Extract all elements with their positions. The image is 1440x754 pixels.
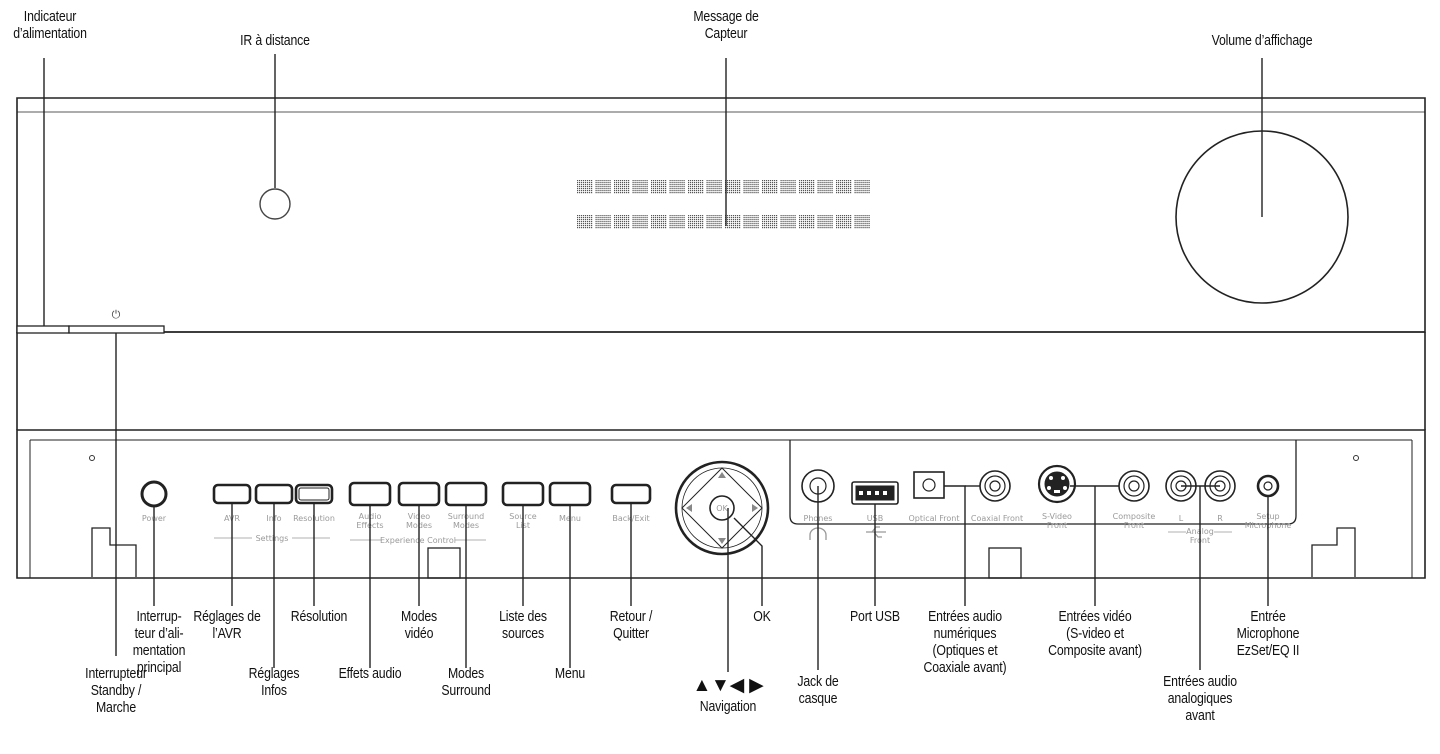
callout-jack-casque: Jack de casque xyxy=(797,673,839,707)
callout-volume-affichage: Volume d’affichage xyxy=(1211,32,1313,49)
leader-lines xyxy=(43,54,1269,672)
callout-navigation-arrows: ▲▼◀ ▶ xyxy=(692,675,764,696)
panel-screw-left xyxy=(89,455,95,461)
analog-l-label: L xyxy=(1179,514,1184,523)
callout-interrupteur-standby: Interrupteur Standby / Marche xyxy=(85,665,147,716)
audio-effects-button[interactable] xyxy=(348,481,392,507)
receiver-upper-panel xyxy=(16,97,1426,430)
setup-microphone-jack[interactable] xyxy=(1256,474,1280,498)
callout-indicateur-alimentation: Indicateur d’alimentation xyxy=(13,8,87,42)
callout-effets-audio: Effets audio xyxy=(338,665,402,682)
back-exit-button[interactable] xyxy=(610,483,652,505)
info-button[interactable] xyxy=(254,483,294,505)
callout-port-usb: Port USB xyxy=(850,608,900,625)
video-modes-button[interactable] xyxy=(397,481,441,507)
nav-right-arrow xyxy=(752,504,758,512)
nav-up-arrow xyxy=(718,472,726,478)
callout-interrupteur-principal: Interrup- teur d’ali- mentation principa… xyxy=(132,608,186,676)
callout-ok: OK xyxy=(753,608,771,625)
nav-left-arrow xyxy=(686,504,692,512)
ok-button-label: OK xyxy=(716,504,728,513)
experience-control-group-label: Experience Control xyxy=(380,536,456,545)
svideo-front-jack[interactable] xyxy=(1037,464,1077,504)
callout-message-capteur: Message de Capteur xyxy=(693,8,759,42)
callout-navigation: Navigation xyxy=(699,698,757,715)
callout-reglages-avr: Réglages de l’AVR xyxy=(193,608,261,642)
panel-screw-right xyxy=(1353,455,1359,461)
callout-ir-distance: IR à distance xyxy=(240,32,310,49)
callout-modes-surround: Modes Surround xyxy=(441,665,491,699)
callout-menu: Menu xyxy=(554,665,586,682)
callout-entrees-video: Entrées vidéo (S-video et Composite avan… xyxy=(1048,608,1142,659)
avr-button[interactable] xyxy=(212,483,252,505)
callout-retour-quitter: Retour / Quitter xyxy=(609,608,653,642)
optical-front-label: Optical Front xyxy=(908,514,959,523)
usb-symbol-icon xyxy=(866,526,886,538)
power-button[interactable] xyxy=(140,480,168,508)
ok-button[interactable] xyxy=(709,495,735,521)
callout-modes-video: Modes vidéo xyxy=(400,608,438,642)
settings-group-label: Settings xyxy=(256,534,289,543)
callout-reglages-infos: Réglages Infos xyxy=(248,665,300,699)
optical-front-jack[interactable] xyxy=(913,471,945,499)
standby-strip xyxy=(16,325,165,334)
source-list-button[interactable] xyxy=(501,481,545,507)
coaxial-front-label: Coaxial Front xyxy=(971,514,1023,523)
standby-power-symbol: ⏻ xyxy=(112,308,121,321)
nav-down-arrow xyxy=(718,538,726,544)
surround-modes-button[interactable] xyxy=(444,481,488,507)
callout-entrees-audio-numeriques: Entrées audio numériques (Optiques et Co… xyxy=(923,608,1007,676)
callout-resolution: Résolution xyxy=(290,608,348,625)
navigation-arrows xyxy=(686,472,758,544)
analog-r-label: R xyxy=(1217,514,1223,523)
callout-liste-sources: Liste des sources xyxy=(499,608,547,642)
ir-sensor xyxy=(259,188,291,220)
menu-button[interactable] xyxy=(548,481,592,507)
lower-front-panel xyxy=(16,429,1426,579)
navigation-pad[interactable] xyxy=(674,460,770,556)
callout-entrees-audio-analogiques: Entrées audio analogiques avant xyxy=(1163,673,1237,724)
callout-entree-microphone: Entrée Microphone EzSet/EQ II xyxy=(1236,608,1300,659)
message-display xyxy=(577,180,870,229)
